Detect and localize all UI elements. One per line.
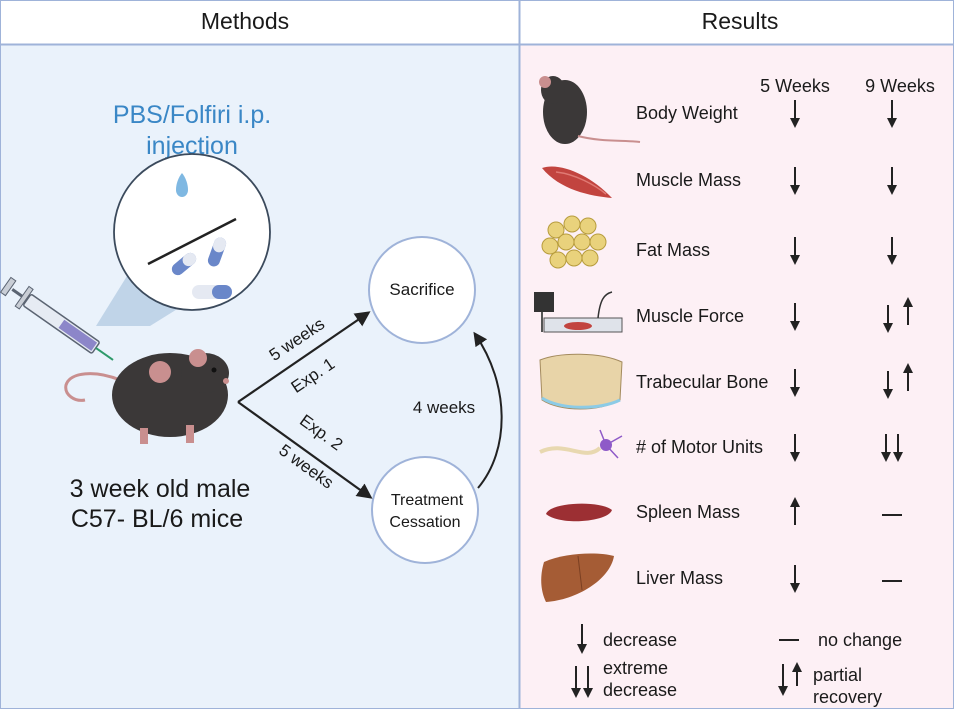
capsule-icon bbox=[171, 252, 197, 276]
col-header-9weeks: 9 Weeks bbox=[865, 76, 935, 96]
result-row-label: Spleen Mass bbox=[636, 502, 740, 522]
liver-icon bbox=[541, 553, 614, 602]
mouse-icon bbox=[539, 76, 641, 144]
recovery-duration-label: 4 weeks bbox=[413, 398, 475, 417]
results-header: Results bbox=[702, 8, 779, 34]
exp1-arrow bbox=[237, 311, 371, 403]
legend-decrease-label: decrease bbox=[603, 630, 677, 650]
result-row-label: Body Weight bbox=[636, 103, 738, 123]
fat-cells-icon bbox=[541, 215, 607, 269]
result-row-label: Muscle Mass bbox=[636, 170, 741, 190]
exp2-arrow bbox=[237, 401, 373, 499]
spleen-icon bbox=[546, 503, 612, 522]
mice-label-line1: 3 week old male bbox=[70, 475, 251, 503]
recovery-arrow bbox=[473, 331, 503, 489]
effect-9w-partial bbox=[883, 363, 913, 399]
result-row: Trabecular Bone bbox=[636, 363, 913, 399]
result-row: # of Motor Units bbox=[636, 434, 903, 462]
result-row-label: Liver Mass bbox=[636, 568, 723, 588]
legend-extreme-label-line1: extreme bbox=[603, 658, 668, 678]
force-apparatus-icon bbox=[534, 291, 623, 333]
legend-partial-label-line2: recovery bbox=[813, 687, 882, 707]
sacrifice-label: Sacrifice bbox=[389, 280, 454, 299]
bone-icon bbox=[539, 353, 623, 410]
result-row: Liver Mass bbox=[636, 565, 902, 593]
legend-nochange-label: no change bbox=[818, 630, 902, 650]
result-row: Muscle Force bbox=[636, 297, 913, 333]
droplet-icon bbox=[176, 173, 188, 197]
mouse-icon bbox=[64, 349, 229, 444]
effect-9w-extreme bbox=[881, 434, 903, 462]
result-row: Fat Mass bbox=[636, 237, 897, 265]
cessation-label-line2: Cessation bbox=[389, 514, 460, 531]
capsule-icon bbox=[207, 237, 227, 267]
result-row-label: # of Motor Units bbox=[636, 437, 763, 457]
sacrifice-node bbox=[368, 236, 476, 344]
cessation-node bbox=[371, 456, 479, 564]
result-row: Body Weight bbox=[636, 100, 897, 128]
capsule-icon bbox=[192, 285, 232, 299]
mice-label-line2: C57- BL/6 mice bbox=[71, 505, 243, 533]
result-row: Spleen Mass bbox=[636, 497, 902, 525]
effect-9w-partial bbox=[883, 297, 913, 333]
legend-partial-label-line1: partial bbox=[813, 665, 862, 685]
muscle-icon bbox=[542, 166, 612, 198]
syringe-icon bbox=[0, 276, 114, 361]
col-header-5weeks: 5 Weeks bbox=[760, 76, 830, 96]
legend: decrease no change extreme decrease part… bbox=[571, 624, 902, 707]
injection-title-line1: PBS/Folfiri i.p. bbox=[113, 101, 271, 129]
methods-body-bg bbox=[1, 45, 519, 708]
result-row-label: Trabecular Bone bbox=[636, 372, 768, 392]
result-row: Muscle Mass bbox=[636, 167, 897, 195]
legend-extreme-label-line2: decrease bbox=[603, 680, 677, 700]
result-row-label: Fat Mass bbox=[636, 240, 710, 260]
result-row-label: Muscle Force bbox=[636, 306, 744, 326]
methods-header: Methods bbox=[201, 8, 289, 34]
neuron-icon bbox=[539, 429, 623, 459]
cessation-label-line1: Treatment bbox=[391, 492, 464, 509]
drug-callout bbox=[113, 153, 271, 311]
divider-slash bbox=[147, 217, 237, 266]
